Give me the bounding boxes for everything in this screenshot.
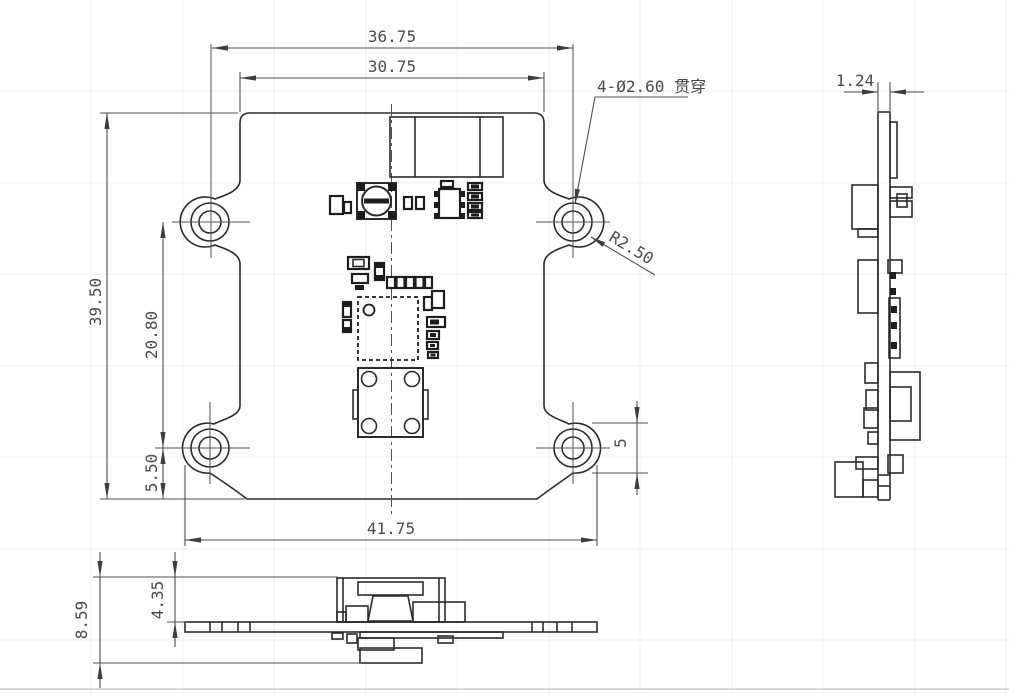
dim-front-height: 39.50 xyxy=(86,112,245,500)
side-bottom-connector xyxy=(834,456,879,498)
dim-label: 5 xyxy=(611,438,630,448)
board-outline xyxy=(179,112,605,500)
front-view xyxy=(155,44,610,518)
side-view xyxy=(834,111,921,501)
capacitors-pair xyxy=(402,195,426,211)
mounting-hole-top-left xyxy=(172,44,250,258)
qfn-side-passives xyxy=(341,289,447,360)
sot-ic xyxy=(434,179,465,220)
dim-label: 39.50 xyxy=(86,278,105,326)
callout-label: R2.50 xyxy=(606,227,657,268)
bottom-board xyxy=(184,621,598,633)
callout-label: 4-Ø2.60 贯穿 xyxy=(597,77,706,96)
mounting-hole-bottom-left xyxy=(155,402,250,484)
dim-label: 30.75 xyxy=(368,57,416,76)
side-components-left xyxy=(834,184,879,498)
mid-components xyxy=(346,255,434,290)
callout-holes: 4-Ø2.60 贯穿 xyxy=(574,77,706,205)
dim-front-total-width: 41.75 xyxy=(184,465,598,546)
bottom-top-connector xyxy=(336,577,466,623)
dim-boss-diameter: 5 xyxy=(592,401,648,495)
top-connector xyxy=(389,116,504,178)
resistor-column xyxy=(466,181,484,220)
dim-label: 5.50 xyxy=(142,454,161,493)
dimensions: 36.75 30.75 4-Ø2.60 贯穿 R2.50 39.50 xyxy=(72,27,924,688)
pin1-marker xyxy=(362,303,376,317)
dim-front-hole-bottom-offset: 5.50 xyxy=(142,448,166,499)
dim-label: 1.24 xyxy=(836,71,875,90)
dim-bottom-overall-height: 8.59 xyxy=(72,552,362,688)
trimmer-potentiometer xyxy=(356,182,397,220)
dim-label: 20.80 xyxy=(142,311,161,359)
dim-front-hole-spacing: 20.80 xyxy=(142,222,166,448)
dim-front-width-holes: 36.75 xyxy=(212,27,573,51)
dim-bottom-component-height: 4.35 xyxy=(148,552,187,647)
mounting-hole-top-right xyxy=(536,44,610,258)
dim-label: 36.75 xyxy=(368,27,416,46)
passive-components-left xyxy=(328,194,353,216)
camera-module xyxy=(352,367,429,438)
side-components-right xyxy=(887,121,921,474)
dim-label: 8.59 xyxy=(72,601,91,640)
dim-side-thickness: 1.24 xyxy=(836,71,924,112)
main-ic-qfn xyxy=(357,296,419,361)
mounting-hole-bottom-right xyxy=(536,402,610,484)
dim-label: 41.75 xyxy=(367,519,415,538)
bottom-underside-components xyxy=(331,631,504,664)
dim-label: 4.35 xyxy=(148,581,167,620)
dim-front-width-body: 30.75 xyxy=(239,57,545,112)
bottom-view xyxy=(184,577,598,664)
